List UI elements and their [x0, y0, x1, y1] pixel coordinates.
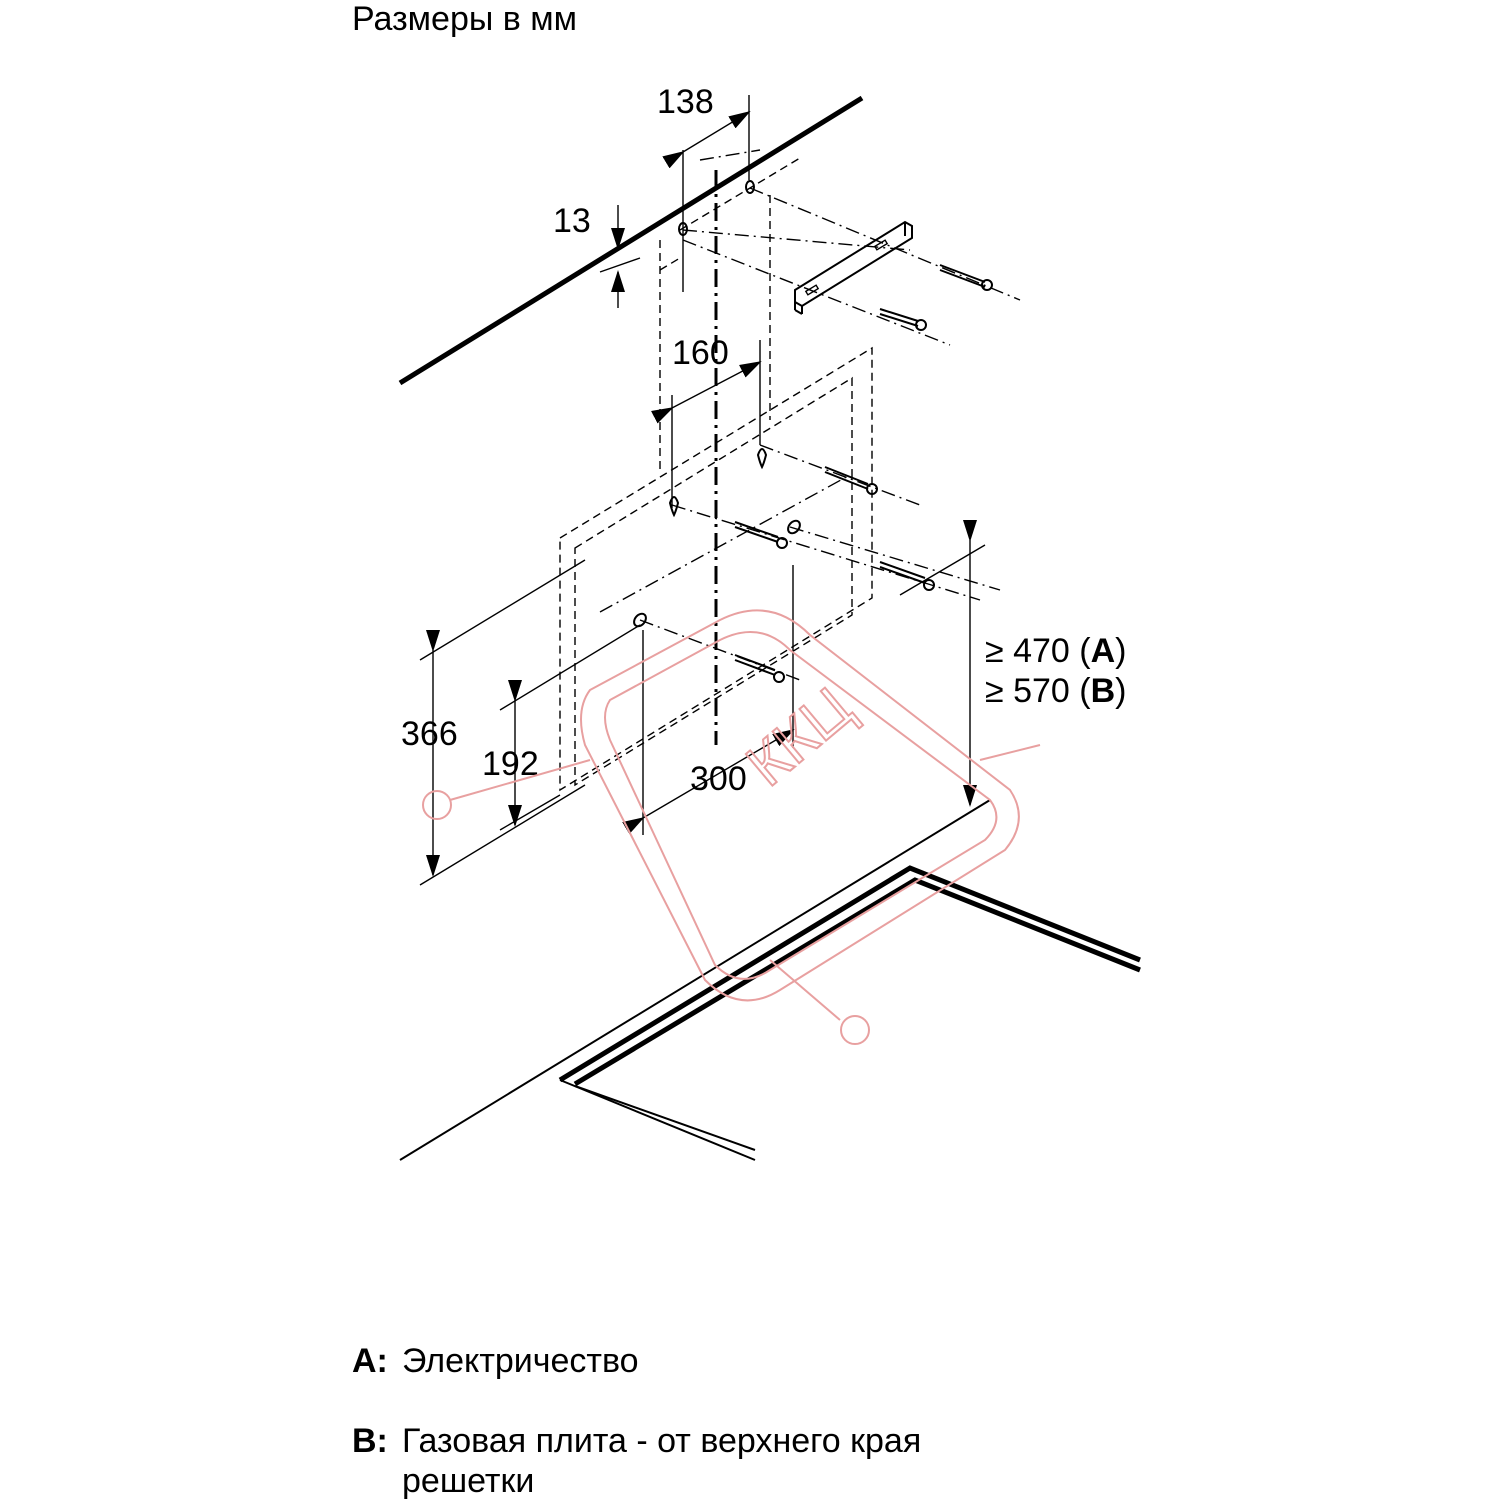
dimension-clearance: ≥ 470 (A) ≥ 570 (B) [899, 520, 1127, 807]
upper-hole-left [678, 222, 688, 236]
watermark-text: ККЦ [734, 674, 865, 799]
dimension-300: 300 [622, 565, 795, 835]
diagram-title: Размеры в мм [352, 0, 577, 38]
dim-13-label: 13 [553, 202, 591, 240]
dim-160-label: 160 [672, 334, 729, 372]
dimension-366: 366 [401, 559, 586, 886]
keyhole-left [668, 496, 680, 518]
legend-a-text: Электричество [402, 1342, 639, 1380]
dim-366-label: 366 [401, 715, 458, 753]
legend-a-key: A: [352, 1342, 388, 1380]
cooktop [399, 799, 1141, 1161]
legend: A: Электричество B: Газовая плита - от в… [352, 1342, 921, 1500]
dim-300-label: 300 [690, 760, 747, 798]
screws-upper [879, 264, 993, 331]
hole-lower-left [633, 612, 647, 628]
clearance-a-label: ≥ 470 (A) [985, 632, 1127, 670]
hole-mid-right [787, 519, 801, 535]
mounting-rail [794, 220, 913, 315]
dimension-160: 160 [651, 334, 762, 508]
clearance-b-label: ≥ 570 (B) [985, 672, 1127, 710]
dimension-138: 138 [657, 83, 751, 169]
legend-b-text-2: решетки [402, 1462, 534, 1500]
upper-hole-right [745, 180, 755, 194]
dim-138-label: 138 [657, 83, 714, 121]
screws-middle [734, 466, 935, 683]
keyhole-upper [756, 448, 768, 470]
legend-b-key: B: [352, 1422, 388, 1460]
legend-b-text-1: Газовая плита - от верхнего края [402, 1422, 921, 1460]
ceiling-line [398, 95, 864, 386]
dimension-13: 13 [553, 202, 641, 308]
